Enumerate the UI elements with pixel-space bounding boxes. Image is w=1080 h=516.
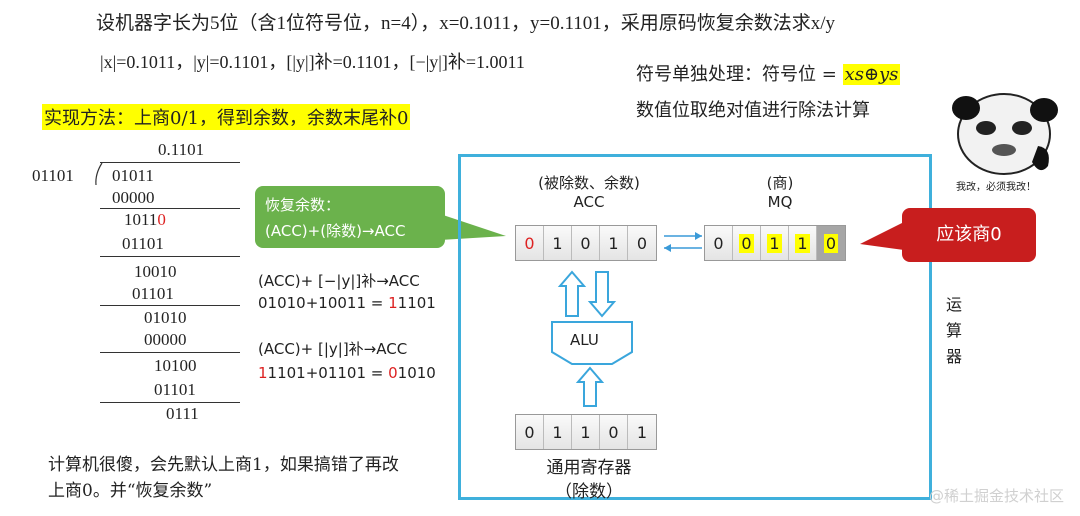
method-highlight: 实现方法：上商0/1，得到余数，余数末尾补0 [42,104,411,130]
mq-cell: 1 [789,226,817,260]
mq-cell: 0 [817,226,845,260]
division-rule [100,256,240,257]
acc-cell: 0 [516,226,544,260]
acc-cell: 1 [600,226,628,260]
op1-title: (ACC)+ [−|y|]补→ACC [258,272,420,290]
general-register-label: 通用寄存器（除数） [546,458,632,502]
op1-expr: 01010+10011 = 11101 [258,294,436,312]
division-rule [100,305,240,306]
general-register: 0 1 1 0 1 [515,414,657,450]
mq-label: (商)MQ [766,174,794,211]
sign-xor: xs⊕ys [842,64,901,85]
sign-handling-text: 符号单独处理：符号位 = [636,64,837,85]
op2-title: (ACC)+ [|y|]补→ACC [258,340,408,358]
division-row: 10010 [134,262,177,281]
division-row: 01101 [132,284,174,303]
division-row: 01011 [112,166,154,185]
division-row: 00000 [144,330,187,349]
acc-cell: 1 [544,226,572,260]
should-quotient-0-callout: 应该商0 [902,208,1036,262]
division-row: 0111 [166,404,199,423]
acc-label: (被除数、余数)ACC [538,174,640,211]
callout-pointer [440,214,506,240]
problem-title: 设机器字长为5位（含1位符号位，n=4），x=0.1011，y=0.1101，采… [96,13,836,34]
sign-handling: 符号单独处理：符号位 = xs⊕ys [636,60,901,86]
watermark: @稀土掘金技术社区 [928,487,1064,505]
division-row: 10100 [154,356,197,375]
division-rule [100,208,240,209]
arithmetic-unit-label: 运算器 [946,295,963,366]
alu-diagram [551,270,633,407]
mq-register: 0 0 1 1 0 [704,225,846,261]
callout-line: (ACC)+(除数)→ACC [265,222,406,240]
gr-cell: 1 [628,415,656,449]
division-row: 01101 [154,380,196,399]
mq-cell: 0 [705,226,733,260]
division-quotient: 0.1101 [158,140,205,159]
callout-line: 恢复余数： [265,196,341,214]
division-row-10110: 10110 [124,210,166,229]
mq-cell: 1 [761,226,789,260]
arithmetic-unit-frame [458,154,932,500]
gr-cell: 1 [544,415,572,449]
gr-cell: 1 [572,415,600,449]
division-rule [100,352,240,353]
op2-expr: 11101+01101 = 01010 [258,364,436,382]
division-bracket [95,162,103,186]
bottom-note: 计算机很傻，会先默认上商1，如果搞错了再改上商0。并“恢复余数” [48,455,399,501]
acc-register: 0 1 0 1 0 [515,225,657,261]
abs-division-note: 数值位取绝对值进行除法计算 [636,100,870,121]
acc-cell: 0 [572,226,600,260]
alu-label: ALU [570,331,599,349]
mq-cell: 0 [733,226,761,260]
restore-remainder-callout: 恢复余数： (ACC)+(除数)→ACC [255,186,445,248]
division-row: 01010 [144,308,187,327]
division-row: 00000 [112,188,155,207]
panda-meme-image [952,93,1058,175]
red-callout-pointer [860,222,904,250]
division-bar [100,162,240,163]
division-divisor: 01101 [32,166,74,185]
division-row: 01101 [122,234,164,253]
formula-line: |x|=0.1011，|y|=0.1101，[|y|]补=0.1101，[−|y… [100,52,525,72]
gr-cell: 0 [516,415,544,449]
acc-mq-arrows [664,232,702,252]
division-rule [100,402,240,403]
acc-cell: 0 [628,226,656,260]
gr-cell: 0 [600,415,628,449]
panda-caption: 我改，必须我改！ [956,182,1036,193]
